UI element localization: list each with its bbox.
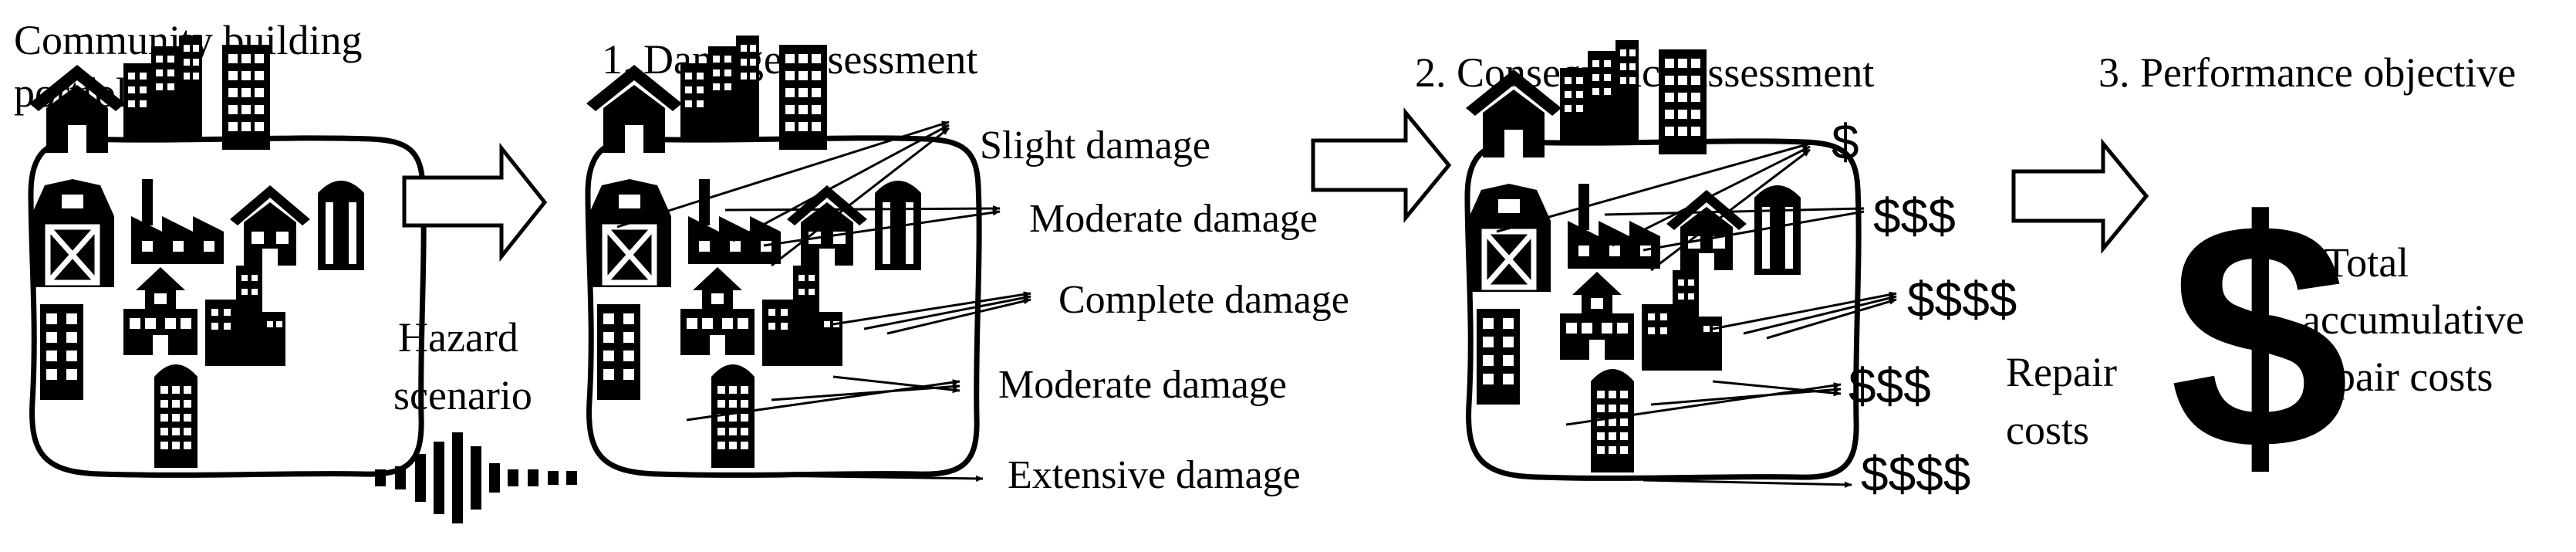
damage-portfolio-buildings: [586, 36, 921, 468]
damage-state-1: Slight damage: [980, 124, 1210, 168]
seismic-waveform-icon: [375, 432, 577, 523]
total-cost-dollar-icon: $: [2169, 155, 2350, 517]
flow-arrow-2: [1311, 107, 1452, 223]
performance-objective-title: 3. Performance objective: [2098, 49, 2516, 96]
hazard-label-line1: Hazard: [398, 314, 518, 361]
repair-costs-label-line1: Repair: [2006, 349, 2117, 395]
repair-cost-5: $$$$: [1861, 446, 1970, 502]
portfolio-panel: [28, 135, 427, 478]
damage-panel: [585, 135, 982, 478]
total-costs-label-line3: repair costs: [2302, 354, 2493, 400]
repair-cost-4: $$$: [1848, 358, 1931, 414]
repair-cost-3: $$$$: [1907, 272, 2017, 327]
consequence-assessment-title: 2. Consequence assessment: [1415, 49, 1874, 96]
hazard-label-line2: scenario: [393, 372, 532, 418]
damage-state-2: Moderate damage: [1029, 197, 1318, 241]
flow-arrow-1: [402, 142, 548, 262]
total-costs-label-line2: accumulative: [2302, 296, 2524, 343]
damage-state-5: Extensive damage: [1008, 453, 1301, 497]
damage-state-3: Complete damage: [1058, 278, 1349, 322]
flow-arrow-3: [2011, 138, 2149, 254]
portfolio-buildings: [29, 36, 364, 468]
consequence-portfolio-buildings: [1466, 40, 1801, 472]
repair-cost-1: $: [1832, 114, 1859, 170]
total-costs-label-line1: Total: [2324, 239, 2409, 286]
damage-state-4: Moderate damage: [998, 363, 1287, 407]
damage-arrows: [616, 120, 1031, 483]
consequence-arrows: [1496, 142, 1897, 488]
repair-costs-label-line2: costs: [2006, 407, 2089, 453]
repair-cost-2: $$$: [1873, 188, 1956, 244]
